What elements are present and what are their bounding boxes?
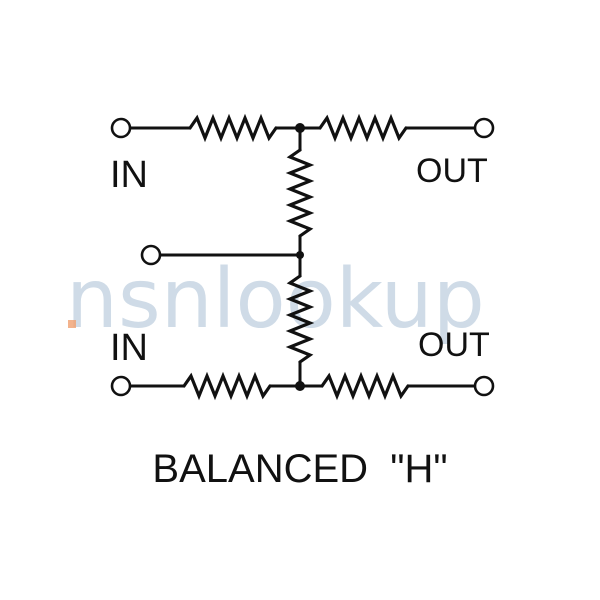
terminal-out-top <box>473 117 495 139</box>
label-out-bottom: OUT <box>418 326 490 364</box>
diagram-caption: BALANCED "H" <box>152 447 447 491</box>
label-in-top: IN <box>110 154 148 196</box>
resistor-top-left <box>188 113 278 143</box>
resistor-shunt-lower <box>285 274 315 364</box>
label-in-bottom: IN <box>110 327 148 369</box>
resistor-bottom-left <box>182 371 272 401</box>
terminal-out-bottom <box>473 375 495 397</box>
junction-center <box>296 251 304 259</box>
resistor-shunt-upper <box>285 148 315 238</box>
terminal-in-bottom <box>110 375 132 397</box>
watermark-dot <box>68 320 76 328</box>
resistor-top-right <box>318 113 408 143</box>
label-out-top: OUT <box>416 152 488 190</box>
resistor-bottom-right <box>320 371 410 401</box>
junction-bottom <box>295 381 305 391</box>
watermark-text: nsnlookup <box>66 252 485 347</box>
terminal-in-top <box>110 117 132 139</box>
junction-top <box>295 123 305 133</box>
terminal-center <box>140 244 162 266</box>
